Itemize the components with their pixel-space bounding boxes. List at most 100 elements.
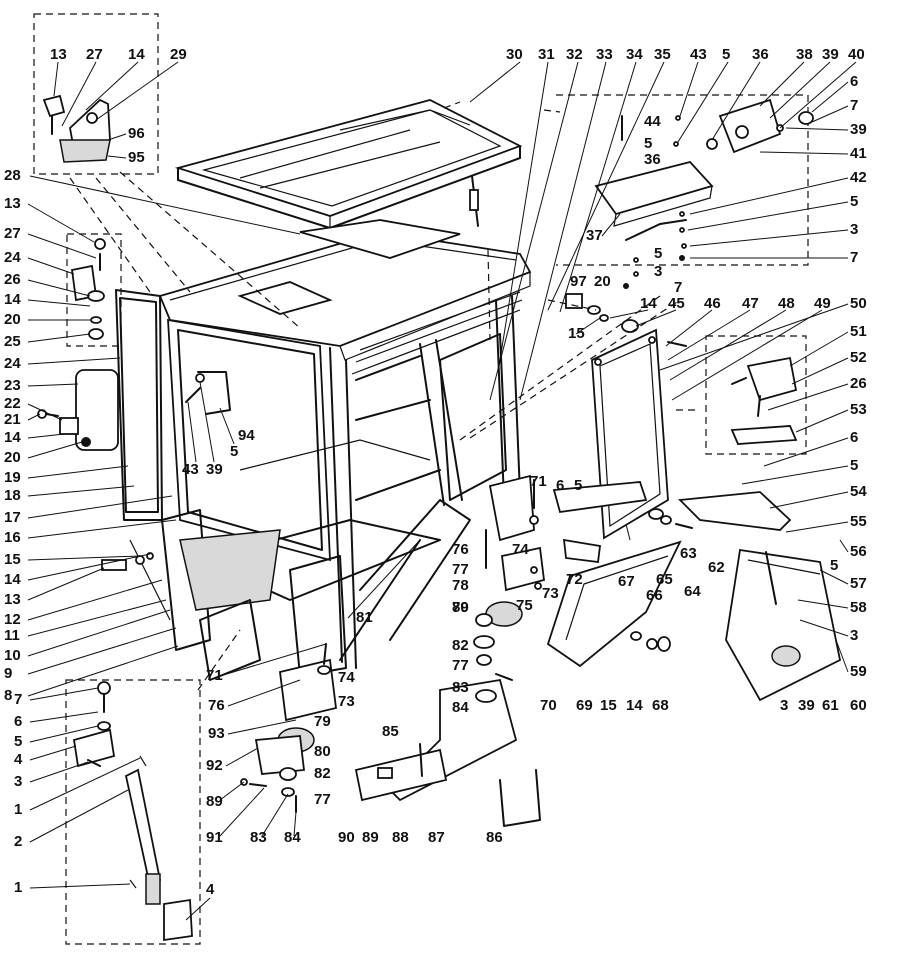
callout-58: 58	[850, 599, 867, 616]
callout-3: 3	[14, 773, 22, 790]
callout-41: 41	[850, 145, 867, 162]
callout-24: 24	[4, 355, 21, 372]
callout-22: 22	[4, 395, 21, 412]
callout-7: 7	[14, 691, 22, 708]
callout-49: 49	[814, 295, 831, 312]
callout-80: 80	[314, 743, 331, 760]
callout-53: 53	[850, 401, 867, 418]
callout-95: 95	[128, 149, 145, 166]
hatch-strut	[469, 175, 479, 227]
callout-32: 32	[566, 46, 583, 63]
leader-lines	[27, 61, 857, 921]
callout-76: 76	[452, 541, 469, 558]
callout-51: 51	[850, 323, 867, 340]
mount-cradle	[354, 678, 541, 827]
door-seal	[75, 289, 171, 621]
hinge-set	[70, 238, 106, 340]
callout-28: 28	[4, 167, 21, 184]
detail-box-right-hardware	[556, 94, 809, 266]
callout-1: 1	[14, 879, 22, 896]
callout-74: 74	[512, 541, 529, 558]
lock-detail	[730, 356, 798, 445]
callout-39: 39	[822, 46, 839, 63]
callout-83: 83	[452, 679, 469, 696]
callout-34: 34	[626, 46, 643, 63]
callout-14: 14	[128, 46, 145, 63]
callout-77: 77	[452, 657, 469, 674]
callout-labels: 13 27 14 29 96 95 28 13 27 24 26 14 20 2…	[4, 46, 867, 898]
callout-26: 26	[850, 375, 867, 392]
callout-59: 59	[850, 663, 867, 680]
callout-12: 12	[4, 611, 21, 628]
callout-54: 54	[850, 483, 867, 500]
callout-64: 64	[684, 583, 701, 600]
callout-4: 4	[206, 881, 215, 898]
callout-94: 94	[238, 427, 255, 444]
callout-8: 8	[4, 687, 12, 704]
callout-5: 5	[230, 443, 238, 460]
callout-89: 89	[362, 829, 379, 846]
callout-89: 89	[206, 793, 223, 810]
callout-4: 4	[14, 751, 23, 768]
callout-77: 77	[314, 791, 331, 808]
callout-35: 35	[654, 46, 671, 63]
callout-86: 86	[486, 829, 503, 846]
callout-87: 87	[428, 829, 445, 846]
callout-97: 97	[570, 273, 587, 290]
callout-73: 73	[542, 585, 559, 602]
callout-11: 11	[4, 627, 20, 644]
callout-17: 17	[4, 509, 21, 526]
callout-74: 74	[338, 669, 355, 686]
callout-24: 24	[4, 249, 21, 266]
callout-13: 13	[4, 195, 21, 212]
callout-61: 61	[822, 697, 839, 714]
callout-5: 5	[644, 135, 652, 152]
callout-66: 66	[646, 587, 663, 604]
callout-46: 46	[704, 295, 721, 312]
callout-78: 78	[452, 577, 469, 594]
callout-2: 2	[14, 833, 22, 850]
callout-38: 38	[796, 46, 813, 63]
callout-3: 3	[654, 263, 662, 280]
callout-55: 55	[850, 513, 867, 530]
callout-71: 71	[206, 667, 223, 684]
callout-79: 79	[314, 713, 331, 730]
callout-5: 5	[574, 477, 582, 494]
callout-14: 14	[4, 291, 21, 308]
callout-62: 62	[708, 559, 725, 576]
callout-7: 7	[674, 279, 682, 296]
callout-20: 20	[4, 311, 21, 328]
callout-10: 10	[4, 647, 21, 664]
callout-44: 44	[644, 113, 661, 130]
callout-96: 96	[128, 125, 145, 142]
callout-27: 27	[4, 225, 21, 242]
callout-3: 3	[780, 697, 788, 714]
callout-30: 30	[506, 46, 523, 63]
callout-5: 5	[14, 733, 22, 750]
callout-91: 91	[206, 829, 223, 846]
callout-70: 70	[540, 697, 557, 714]
callout-5: 5	[850, 193, 858, 210]
callout-84: 84	[452, 699, 469, 716]
callout-1: 1	[14, 801, 22, 818]
callout-39: 39	[206, 461, 223, 478]
detail-box-gas-strut	[65, 679, 201, 945]
callout-56: 56	[850, 543, 867, 560]
callout-5: 5	[722, 46, 730, 63]
callout-79: 79	[452, 599, 469, 616]
callout-93: 93	[208, 725, 225, 742]
bottom-mounts	[240, 643, 337, 813]
callout-36: 36	[644, 151, 661, 168]
latch-detail	[42, 94, 111, 163]
callout-73: 73	[338, 693, 355, 710]
right-hardware	[594, 98, 814, 289]
callout-7: 7	[850, 97, 858, 114]
callout-37: 37	[586, 227, 603, 244]
callout-45: 45	[668, 295, 685, 312]
callout-43: 43	[690, 46, 707, 63]
callout-14: 14	[626, 697, 643, 714]
callout-69: 69	[576, 697, 593, 714]
callout-76: 76	[208, 697, 225, 714]
callout-57: 57	[850, 575, 867, 592]
callout-25: 25	[4, 333, 21, 350]
